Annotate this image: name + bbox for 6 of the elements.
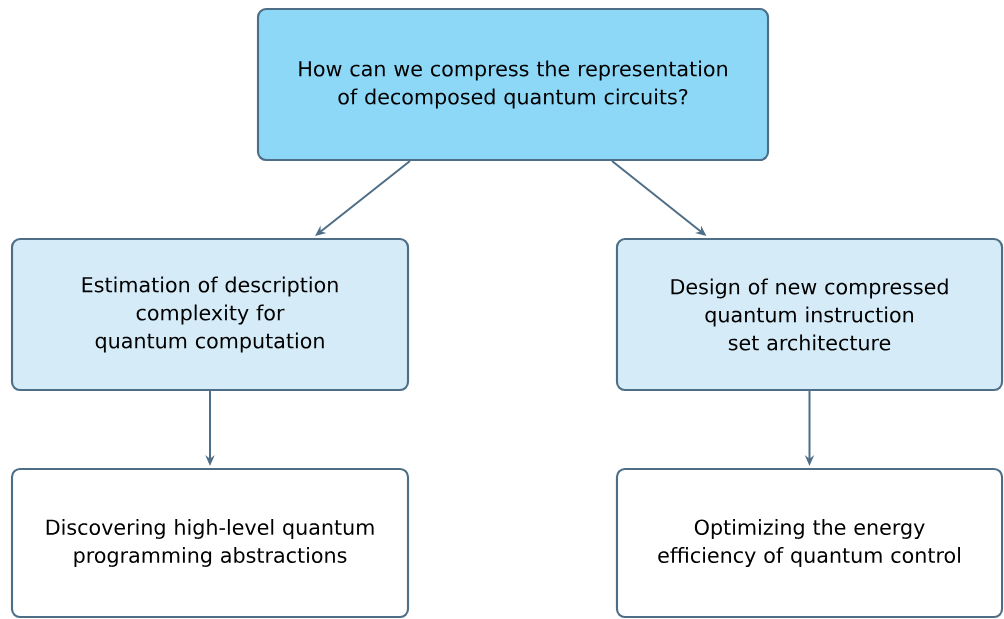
text-box: Design of new compressed quantum instruction set architecture [615, 237, 1004, 392]
text-box: Discovering high-level quantum programming abstractions [10, 467, 410, 619]
text-box: How can we compress the representation of decomposed quantum circuits? [256, 7, 770, 162]
text-box: Optimizing the energy efficiency of quantum control [615, 467, 1004, 619]
text-box: Estimation of description complexity for quantum computation [10, 237, 410, 392]
arrow [315, 160, 411, 236]
